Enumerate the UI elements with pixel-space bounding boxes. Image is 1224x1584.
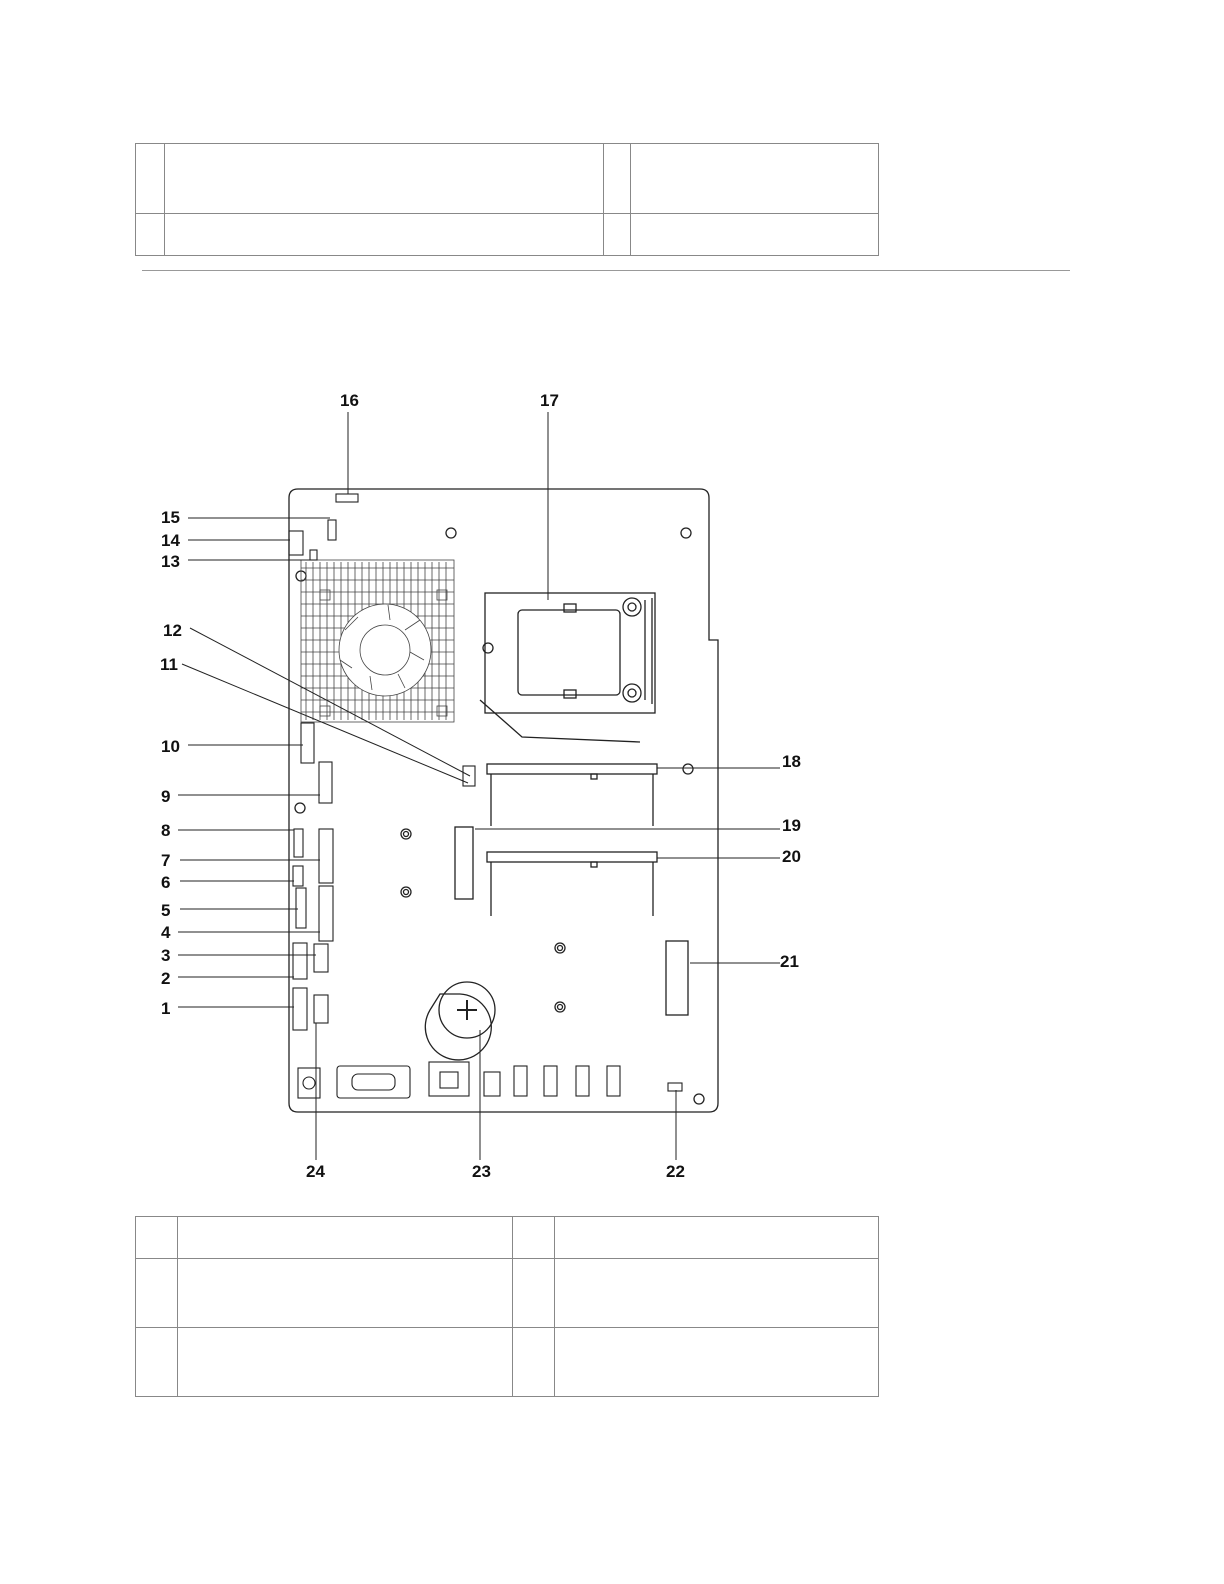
- callout-label: 1: [161, 999, 170, 1018]
- callout-label: 16: [340, 391, 359, 410]
- leader-lines: [178, 412, 780, 1160]
- callout-label: 4: [161, 923, 171, 942]
- callout-label: 14: [161, 531, 180, 550]
- callout-label: 17: [540, 391, 559, 410]
- callout-label: 5: [161, 901, 170, 920]
- callout-label: 13: [161, 552, 180, 571]
- callout-label: 19: [782, 816, 801, 835]
- system-board-diagram: 16 17 15 14 13 12 11 10 9 8 7 6 5 4 3 2 …: [160, 391, 801, 1181]
- callout-label: 20: [782, 847, 801, 866]
- callout-labels: 16 17 15 14 13 12 11 10 9 8 7 6 5 4 3 2 …: [160, 391, 801, 1181]
- processor-socket: [479, 592, 656, 743]
- callout-label: 9: [161, 787, 170, 806]
- table-row: [135, 1327, 879, 1397]
- connectors: [288, 493, 683, 1092]
- table-row: [135, 213, 879, 256]
- section-divider: [142, 270, 1070, 271]
- callout-label: 21: [780, 952, 799, 971]
- legend-table-bottom: [135, 1216, 879, 1397]
- memory-slots: [454, 763, 689, 1016]
- table-row: [135, 1258, 879, 1328]
- table-row: [135, 143, 879, 214]
- callout-label: 24: [306, 1162, 325, 1181]
- callout-label: 2: [161, 969, 170, 988]
- legend-table-top: [135, 143, 879, 256]
- callout-label: 8: [161, 821, 170, 840]
- callout-label: 10: [161, 737, 180, 756]
- battery: [424, 981, 496, 1061]
- callout-label: 18: [782, 752, 801, 771]
- callout-label: 3: [161, 946, 170, 965]
- callout-label: 12: [163, 621, 182, 640]
- callout-label: 6: [161, 873, 170, 892]
- heatsink: [300, 559, 455, 723]
- table-row: [135, 1216, 879, 1259]
- callout-label: 11: [160, 655, 178, 674]
- callout-label: 15: [161, 508, 180, 527]
- callout-label: 22: [666, 1162, 685, 1181]
- back-panel-io: [297, 1061, 621, 1099]
- callout-label: 7: [161, 851, 170, 870]
- callout-label: 23: [472, 1162, 491, 1181]
